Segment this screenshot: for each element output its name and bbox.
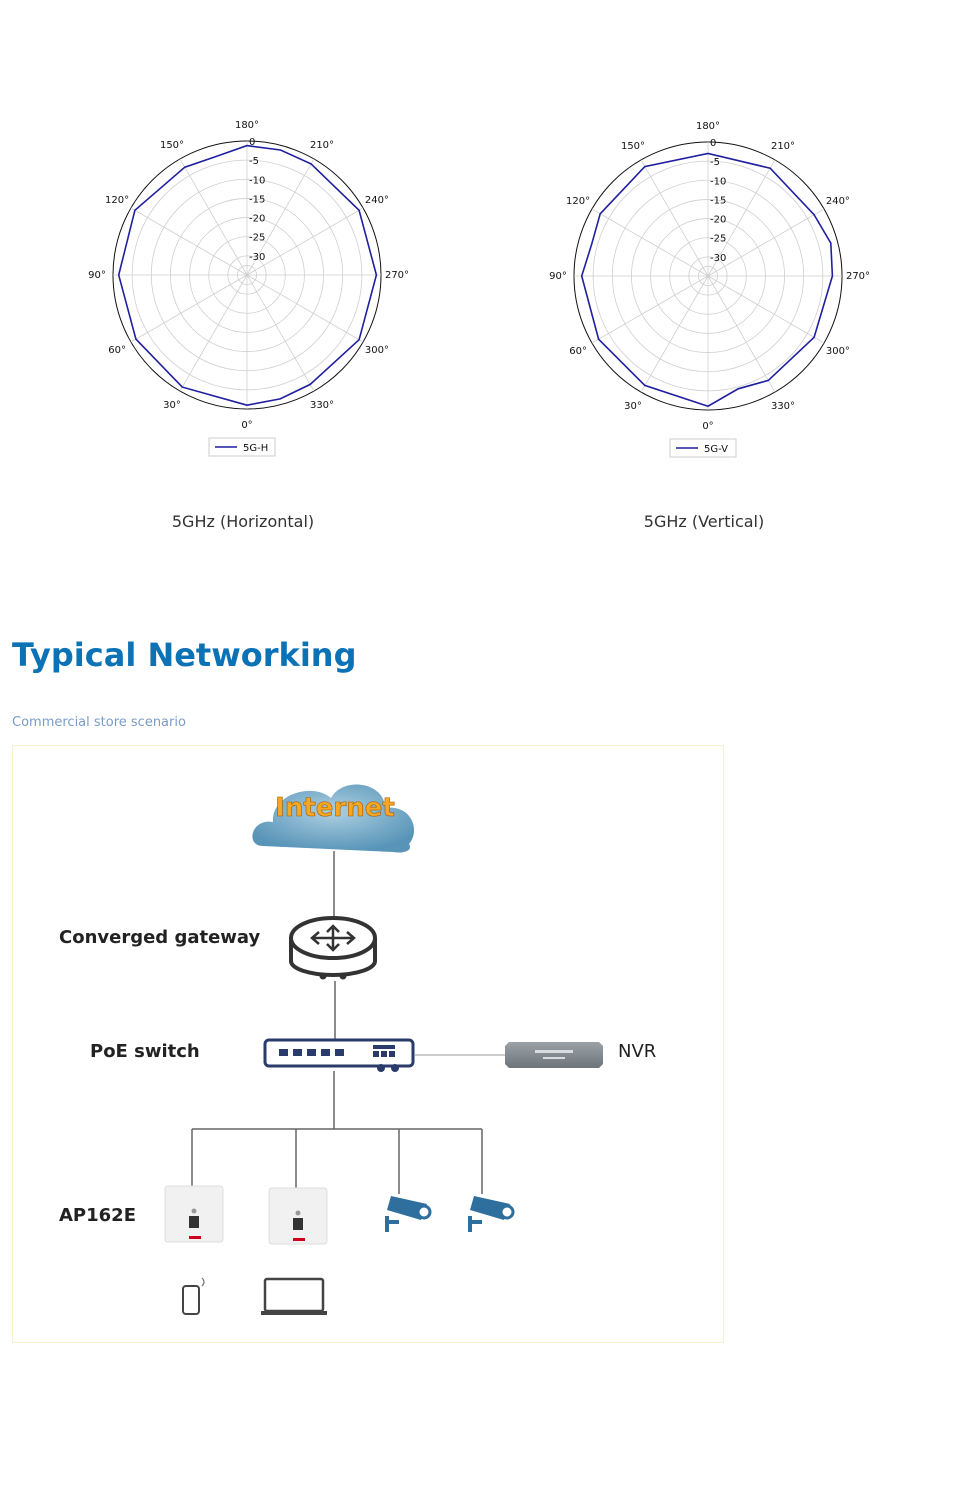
polar-angle-label: 150° <box>160 140 184 151</box>
polar-spoke <box>179 274 248 392</box>
polar-spoke <box>591 208 709 277</box>
connection-lines <box>191 851 507 1194</box>
switch-icon <box>263 1038 415 1072</box>
polar-radial-tick: -15 <box>249 194 265 205</box>
poe-switch-label: PoE switch <box>90 1041 200 1062</box>
legend-label: 5G-H <box>243 443 268 454</box>
security-camera-icon <box>385 1196 432 1232</box>
polar-angle-label: 240° <box>365 195 389 206</box>
polar-angle-label: 120° <box>105 195 129 206</box>
polar-spoke <box>179 158 248 276</box>
polar-radial-tick: 0 <box>710 138 716 149</box>
polar-angle-label: 30° <box>163 400 181 411</box>
polar-angle-label: 270° <box>385 270 409 281</box>
polar-radial-tick: -30 <box>710 253 726 264</box>
polar-spoke <box>640 159 709 277</box>
gateway-label: Converged gateway <box>59 927 261 948</box>
polar-angle-label: 300° <box>365 345 389 356</box>
polar-radial-tick: -25 <box>710 234 726 245</box>
polar-spoke <box>707 275 776 393</box>
polar-series-line <box>580 152 834 408</box>
legend-label: 5G-V <box>704 444 728 455</box>
polar-spoke <box>707 275 825 344</box>
polar-spoke <box>246 207 364 276</box>
polar-radial-tick: -5 <box>710 157 720 168</box>
polar-chart-horizontal: 180° 210° 240° 270° 300° 330° 0° 30° 60° 90° 120° 1… <box>80 110 420 460</box>
polar-spoke <box>130 207 248 276</box>
nvr-label: NVR <box>618 1041 656 1062</box>
network-diagram-svg: Internet Converged gateway <box>59 784 656 1315</box>
polar-radial-tick: 0 <box>249 137 255 148</box>
polar-spoke <box>640 275 709 393</box>
router-icon <box>289 916 377 980</box>
polar-spoke <box>707 208 825 277</box>
polar-series-line <box>117 144 378 407</box>
polar-chart-svg: 180° 210° 240° 270° 300° 330° 0° 30° 60° 90° 120° 1… <box>88 120 409 457</box>
polar-angle-label: 150° <box>621 141 645 152</box>
smartphone-icon <box>182 1277 205 1315</box>
polar-spoke <box>591 275 709 344</box>
legend-box <box>669 438 737 458</box>
polar-spoke <box>707 159 776 277</box>
polar-spoke <box>130 274 248 343</box>
access-point-icon <box>164 1185 224 1243</box>
polar-radial-tick: -30 <box>249 252 265 263</box>
security-camera-icon <box>468 1196 515 1232</box>
polar-radial-tick: -20 <box>710 215 726 226</box>
ap-label: AP162E <box>59 1205 136 1226</box>
polar-chart-vertical: 180° 210° 240° 270° 300° 330° 0° 30° 60° 90° 120° 1… <box>541 111 881 461</box>
polar-angle-label: 0° <box>241 420 252 431</box>
polar-angle-label: 180° <box>235 120 259 131</box>
polar-spoke <box>246 158 315 276</box>
laptop-icon <box>261 1277 327 1315</box>
polar-angle-label: 240° <box>826 196 850 207</box>
polar-angle-label: 180° <box>696 121 720 132</box>
polar-angle-label: 90° <box>88 270 106 281</box>
polar-radial-tick: -10 <box>249 175 265 186</box>
caption-vertical: 5GHz (Vertical) <box>643 512 765 531</box>
legend-box <box>208 437 276 457</box>
polar-spoke <box>246 274 364 343</box>
polar-angle-label: 330° <box>771 401 795 412</box>
polar-radial-tick: -25 <box>249 233 265 244</box>
section-title: Typical Networking <box>12 636 357 674</box>
polar-radial-tick: -10 <box>710 176 726 187</box>
polar-spoke <box>246 274 315 392</box>
polar-angle-label: 0° <box>702 421 713 432</box>
polar-angle-label: 270° <box>846 271 870 282</box>
network-diagram: Internet Converged gateway <box>12 745 724 1343</box>
nvr-icon <box>505 1042 603 1068</box>
caption-horizontal: 5GHz (Horizontal) <box>171 512 315 531</box>
internet-cloud-icon: Internet <box>252 784 415 853</box>
polar-radial-tick: -15 <box>710 195 726 206</box>
polar-radial-tick: -5 <box>249 156 259 167</box>
polar-angle-label: 210° <box>310 140 334 151</box>
polar-angle-label: 120° <box>566 196 590 207</box>
polar-radial-tick: -20 <box>249 214 265 225</box>
access-point-icon <box>268 1187 328 1245</box>
polar-angle-label: 60° <box>108 345 126 356</box>
polar-chart-svg: 180° 210° 240° 270° 300° 330° 0° 30° 60° 90° 120° 1… <box>549 121 870 458</box>
polar-angle-label: 210° <box>771 141 795 152</box>
polar-angle-label: 330° <box>310 400 334 411</box>
polar-angle-label: 90° <box>549 271 567 282</box>
polar-angle-label: 30° <box>624 401 642 412</box>
polar-angle-label: 60° <box>569 346 587 357</box>
section-subtitle: Commercial store scenario <box>12 715 186 730</box>
internet-label: Internet <box>275 793 395 823</box>
polar-angle-label: 300° <box>826 346 850 357</box>
